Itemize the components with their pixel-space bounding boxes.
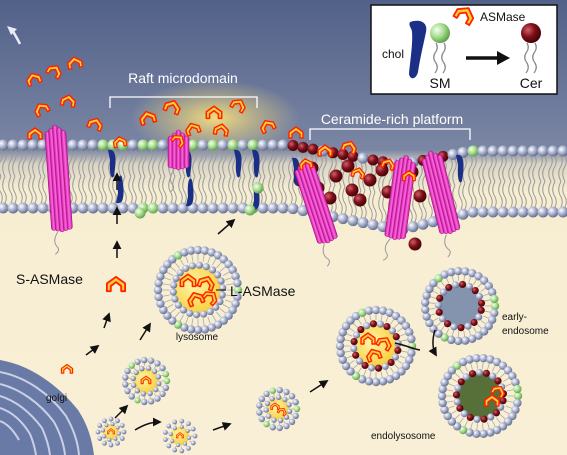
- legend-cer: Cer: [520, 75, 543, 91]
- legend-chol: chol: [382, 47, 404, 61]
- trafficking-arrows: [85, 172, 437, 431]
- ceramide-icon: [521, 23, 541, 43]
- legend-sm: SM: [430, 75, 451, 91]
- s-asmase-label: S-ASMase: [16, 271, 83, 287]
- early-endosome-label-2: endosome: [502, 326, 549, 337]
- golgi-label: golgi: [46, 393, 67, 404]
- cytosolic-asmase: [60, 275, 127, 374]
- legend-asmase: ASMase: [480, 10, 526, 24]
- raft-bracket: [109, 96, 258, 108]
- release-arrowhead: [7, 26, 17, 35]
- endolysosome-label: endolysosome: [371, 431, 436, 442]
- platform-label: Ceramide-rich platform: [321, 111, 463, 127]
- cholesterol-icon: [409, 20, 427, 79]
- lysosome-label: lysosome: [176, 332, 219, 343]
- extracellular-asmase: [26, 56, 416, 182]
- golgi-apparatus: [0, 360, 94, 455]
- platform-bracket: [309, 128, 471, 140]
- legend-box: chol SM ASMase Cer: [370, 4, 558, 95]
- l-asmase-label: L-ASMase: [230, 283, 296, 299]
- transmembrane-proteins: [44, 124, 461, 267]
- early-endosome-label-1: early-: [502, 312, 527, 323]
- sm-icon: [430, 23, 450, 43]
- raft-label: Raft microdomain: [128, 70, 238, 86]
- vesicles: [95, 245, 523, 454]
- asmase-icon: [452, 7, 475, 26]
